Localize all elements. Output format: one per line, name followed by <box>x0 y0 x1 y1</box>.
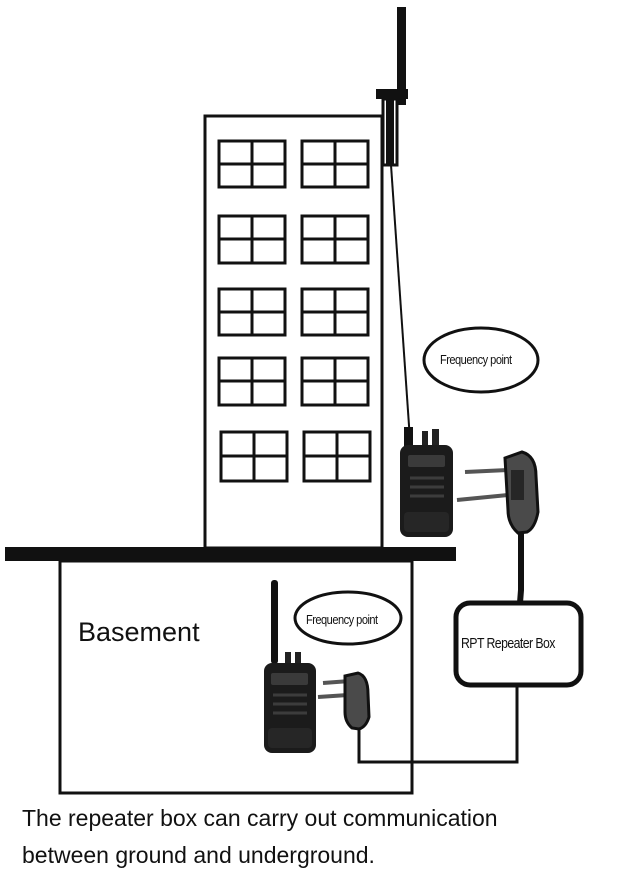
upper-cable <box>517 533 524 604</box>
window <box>217 139 287 189</box>
lower-connector <box>317 671 371 731</box>
basement-radio <box>264 580 316 753</box>
frequency-point-ellipse-lower <box>293 590 403 646</box>
frequency-point-label-lower: Frequency point <box>306 612 378 627</box>
window <box>300 287 370 337</box>
ground-slab <box>5 547 456 561</box>
window <box>300 214 370 265</box>
frequency-point-ellipse-upper <box>422 326 540 394</box>
caption-line-1: The repeater box can carry out communica… <box>22 805 498 831</box>
window <box>302 430 372 483</box>
window <box>217 356 287 407</box>
caption-line-2: between ground and underground. <box>22 842 375 868</box>
window <box>217 214 287 265</box>
window <box>219 430 289 483</box>
upper-connector <box>456 450 540 535</box>
window <box>217 287 287 337</box>
window <box>300 356 370 407</box>
frequency-point-label-upper: Frequency point <box>440 352 512 367</box>
basement-label: Basement <box>78 617 200 647</box>
lower-cable <box>357 685 519 764</box>
antenna-cable <box>390 164 411 441</box>
ground-radio <box>400 427 453 537</box>
repeater-box-label: RPT Repeater Box <box>461 635 555 652</box>
window <box>300 139 370 189</box>
building-windows <box>217 139 372 483</box>
